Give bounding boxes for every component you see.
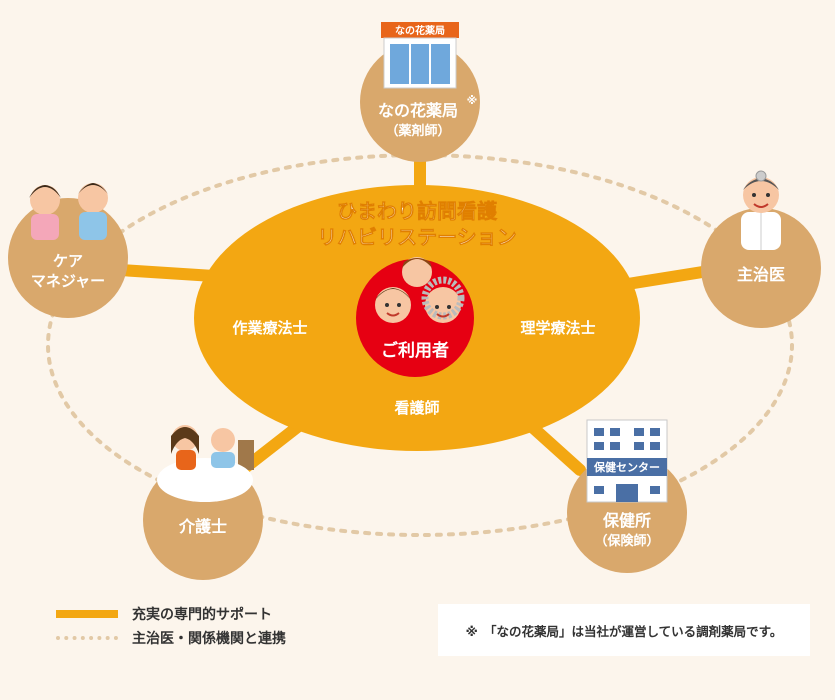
connector-health-center (530, 425, 580, 470)
pharmacy-footnote: ※ 「なの花薬局」は当社が運営している調剤薬局です。 (438, 604, 810, 656)
role-nurse: 看護師 (394, 399, 439, 417)
health-center-building-icon: 保健センター (587, 420, 667, 502)
pharmacy-label: なの花薬局 (378, 101, 458, 120)
pharmacy-sign: なの花薬局 (395, 24, 445, 37)
pharmacy-sub: （薬剤師） (385, 123, 450, 139)
legend-solid-row: 充実の専門的サポート (56, 602, 286, 626)
legend-dotted-swatch (56, 636, 118, 640)
station-title-line1: ひまわり訪問看護 (337, 199, 498, 223)
station-title-line2: リハビリステーション (317, 225, 517, 249)
footnote-text: ※ 「なの花薬局」は当社が運営している調剤薬局です。 (466, 621, 783, 640)
legend-solid-label: 充実の専門的サポート (132, 604, 272, 624)
role-occupational-therapist: 作業療法士 (232, 319, 307, 337)
doctor-label: 主治医 (737, 265, 785, 284)
role-physical-therapist: 理学療法士 (520, 319, 595, 337)
care-manager-line1: ケア (53, 252, 83, 270)
patient-label: ご利用者 (381, 340, 449, 361)
legend-dotted-row: 主治医・関係機関と連携 (56, 626, 286, 650)
pharmacy-note-mark: ※ (467, 94, 478, 107)
health-center-sign: 保健センター (593, 460, 660, 474)
legend-dotted-label: 主治医・関係機関と連携 (132, 628, 286, 648)
health-center-label: 保健所 (602, 511, 651, 530)
caregiver-label: 介護士 (178, 517, 227, 536)
pharmacy-building-icon: なの花薬局 (381, 22, 459, 88)
care-manager-line2: マネジャー (31, 272, 105, 290)
health-center-sub: （保険師） (594, 533, 659, 549)
legend: 充実の専門的サポート 主治医・関係機関と連携 (56, 602, 286, 650)
legend-solid-swatch (56, 610, 118, 618)
caregiver-bed-icon (157, 425, 254, 502)
